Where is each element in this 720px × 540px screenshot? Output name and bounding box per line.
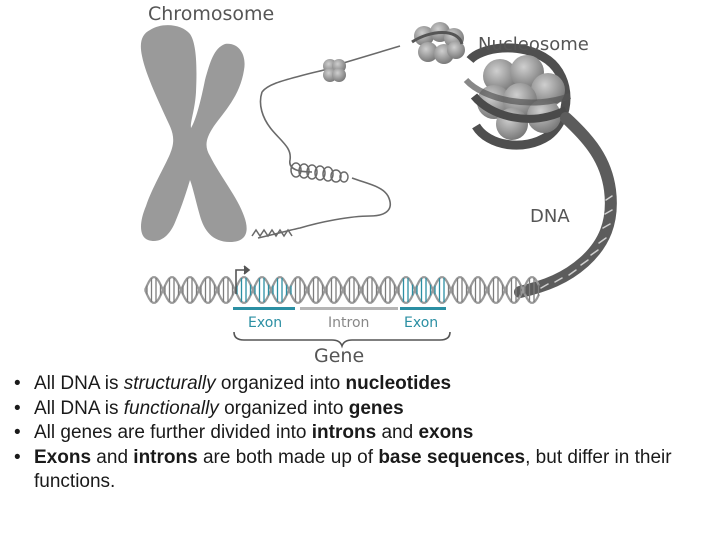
bullet-text-run: introns [133,446,198,468]
bullet-text-run: functionally [123,397,219,419]
gene-bracket [233,331,451,349]
double-helix [143,276,540,304]
bullet-text-run: Exons [34,446,92,468]
bullet-text-run: and [91,446,134,468]
large-nucleosome [463,43,572,150]
chromosome-label: Chromosome [148,3,274,25]
bullet-text-run: and [376,422,419,443]
bullet-text-run: base sequences [378,446,526,468]
exon-left-label: Exon [248,315,282,331]
bullet-text: All genes are further divided into intro… [34,422,473,443]
bullet-text-run: exons [418,422,474,443]
exon-left-bar [233,307,295,310]
bullet-marker: • [14,422,21,443]
bullet-text-run: nucleotides [345,373,452,394]
bullet-text-run: All DNA is [34,373,124,394]
bullet-item: • Exons and introns are both made up of b… [14,446,714,495]
bullet-text-run: introns [311,422,377,443]
bullet-text: All DNA is functionally organized into g… [34,398,404,419]
bullet-text-run: All DNA is [34,397,124,419]
medium-nucleosome [411,22,465,64]
bullet-text-run: All genes are further divided into [34,422,312,443]
bullet-text-run: organized into [215,373,346,394]
dna-label: DNA [530,206,570,227]
bullet-text-run: are both made up of [197,446,379,468]
bullet-marker: • [14,373,21,394]
bullet-item: • All DNA is structurally organized into … [14,372,714,397]
bullet-text-run: genes [348,397,404,419]
intron-label: Intron [328,315,369,331]
bullet-text-run: organized into [218,397,349,419]
bullet-item: • All genes are further divided into intr… [14,421,714,446]
bullet-text: All DNA is structurally organized into n… [34,373,451,394]
dna-fiber [514,112,617,298]
exon-right-bar [400,307,446,310]
bullet-text-run: , but differ in their functions. [34,446,672,493]
chromatin-diagram: Chromosome Nucleosome DNA Exon Intron Ex… [140,3,617,367]
gene-label: Gene [314,345,364,367]
intron-bar [300,307,398,310]
transcription-start-arrow [235,265,251,294]
bullet-marker: • [14,397,21,419]
helix-strand [143,276,540,304]
bullet-list: • All DNA is structurally organized into … [14,372,714,495]
bullet-item: • All DNA is functionally organized into … [14,397,714,422]
nucleosome-label: Nucleosome [478,34,589,55]
exon-right-label: Exon [404,315,438,331]
bullet-text: Exons and introns are both made up of ba… [34,447,672,493]
helix-strand [143,276,540,304]
dna-coils [251,162,349,238]
small-nucleosome [323,59,346,82]
bullet-marker: • [14,446,21,468]
bullet-text-run: structurally [123,373,216,394]
chromosome-shape [140,25,247,242]
